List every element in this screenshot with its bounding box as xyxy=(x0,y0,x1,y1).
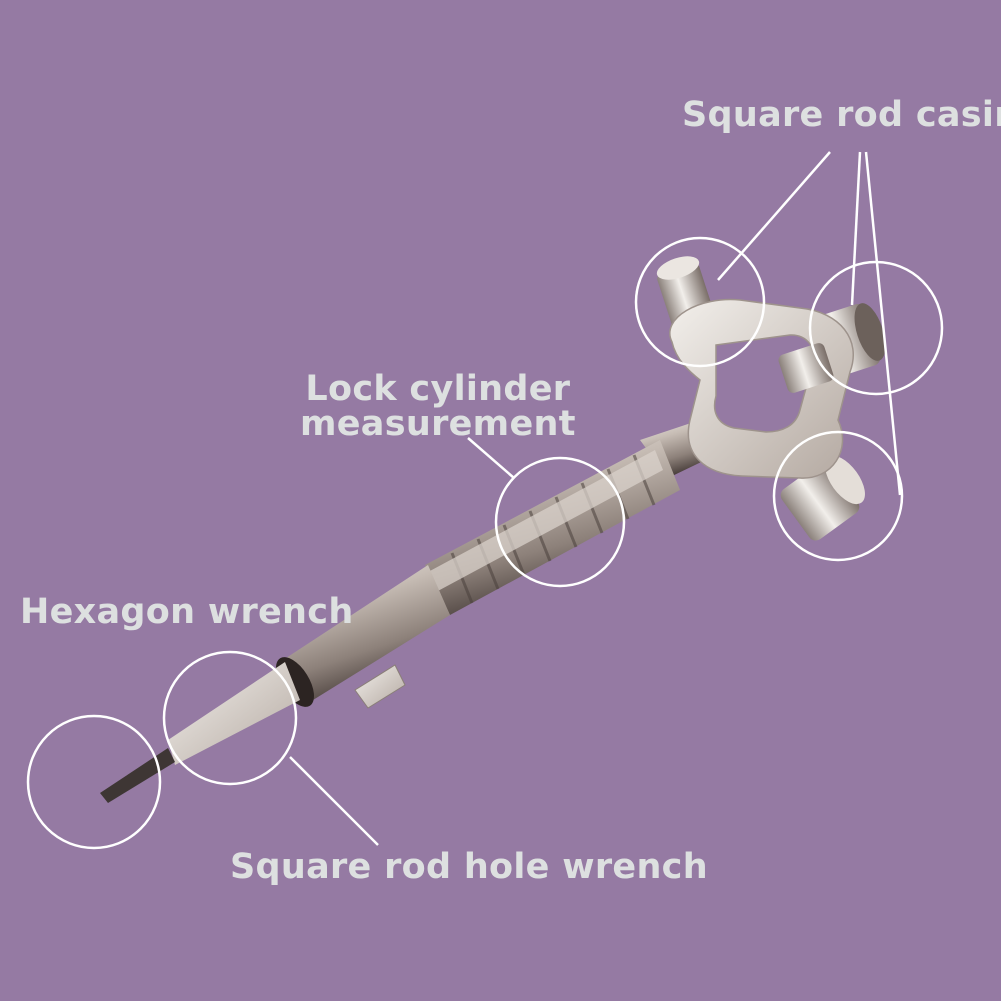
barrel xyxy=(283,565,450,705)
leader-casing-2 xyxy=(850,151,862,306)
square-rod-tip xyxy=(168,662,300,765)
label-lock-cylinder-measurement: Lock cylinder measurement xyxy=(300,372,576,442)
side-latch xyxy=(354,664,406,709)
callout-circle-measurement xyxy=(494,456,626,588)
callout-circle-rod-top-left xyxy=(634,236,766,368)
leader-casing-1 xyxy=(717,151,831,281)
leader-measurement xyxy=(467,437,515,479)
tool-shaft xyxy=(100,420,722,803)
hex-rod xyxy=(100,748,175,803)
leader-square-rod xyxy=(289,756,379,846)
callout-circle-rod-bottom-right xyxy=(772,430,904,562)
label-lock-cylinder-line2: measurement xyxy=(300,404,576,444)
callout-circle-square-rod-wrench xyxy=(162,650,298,786)
rod-bottom-right xyxy=(780,455,865,541)
label-lock-cylinder-line1: Lock cylinder xyxy=(305,369,571,409)
label-square-rod-hole-wrench: Square rod hole wrench xyxy=(230,847,708,887)
rod-stub xyxy=(778,343,834,393)
engraved-scale xyxy=(428,450,663,592)
head-plate xyxy=(669,298,855,479)
leader-casing-3 xyxy=(864,151,902,496)
label-hexagon-wrench: Hexagon wrench xyxy=(20,592,354,632)
callout-circle-hex-wrench xyxy=(26,714,162,850)
tool-head xyxy=(656,256,886,541)
callout-lines xyxy=(289,151,902,846)
label-square-rod-casing: Square rod casing xyxy=(682,95,1001,135)
